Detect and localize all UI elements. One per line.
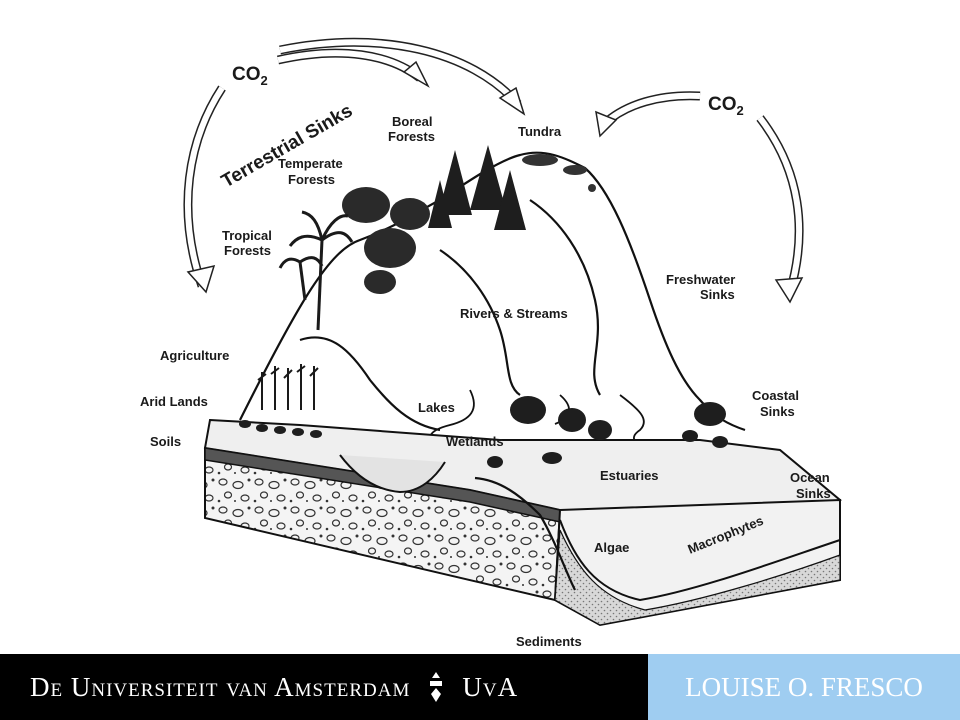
carbon-sinks-diagram: CO2 CO2 Terrestrial Sinks Boreal Forests… — [140, 37, 842, 649]
agriculture-label: Agriculture — [160, 348, 229, 363]
temperate-forests-label-1: Temperate — [278, 156, 343, 171]
right-co2-arrow-down — [756, 115, 804, 304]
tundra-shrubs — [522, 154, 596, 192]
ocean-sinks-label-2: Sinks — [796, 486, 831, 501]
soils-label: Soils — [150, 434, 181, 449]
author-name: LOUISE O. FRESCO — [685, 671, 923, 702]
lake-basin — [339, 454, 446, 494]
university-banner: De Universiteit van Amsterdam UvA — [0, 654, 648, 720]
co2-flux-arrows — [183, 37, 804, 304]
co2-right-label: CO2 — [708, 94, 744, 118]
crops — [257, 364, 319, 410]
co2-left-label: CO2 — [232, 64, 268, 88]
freshwater-sinks-label-2: Sinks — [700, 287, 735, 302]
temperate-forests-label-2: Forests — [288, 172, 335, 187]
algae-label: Algae — [594, 540, 629, 555]
temperate-trees — [342, 187, 430, 294]
coastal-vegetation — [682, 402, 728, 448]
boreal-trees — [428, 145, 526, 230]
university-name: De Universiteit van Amsterdam — [30, 671, 411, 702]
ocean-sinks-label-1: Ocean — [790, 470, 830, 485]
sediments-label: Sediments — [516, 634, 582, 649]
footer-bar: De Universiteit van Amsterdam UvA LOUISE… — [0, 654, 960, 720]
co2-to-boreal-arrow — [277, 48, 430, 88]
ocean-block-front — [553, 498, 841, 627]
landscape-outline — [239, 151, 746, 432]
tundra-label: Tundra — [518, 124, 562, 139]
left-co2-arrow-down — [183, 85, 226, 294]
coastal-sinks-label-1: Coastal — [752, 388, 799, 403]
estuaries-label: Estuaries — [600, 468, 659, 483]
uva-seal-icon — [426, 670, 446, 704]
coastal-sinks-label-2: Sinks — [760, 404, 795, 419]
tropical-forests-label-2: Forests — [224, 243, 271, 258]
tropical-trees — [278, 210, 354, 331]
co2-to-tundra-arrow — [279, 37, 526, 116]
boreal-forests-label-1: Boreal — [392, 114, 432, 129]
lakes-label: Lakes — [418, 400, 455, 415]
wetlands-label: Wetlands — [446, 434, 504, 449]
rivers-streams-label: Rivers & Streams — [460, 306, 568, 321]
author-banner: LOUISE O. FRESCO — [648, 654, 960, 720]
estuary-channel — [474, 476, 576, 591]
boreal-forests-label-2: Forests — [388, 129, 435, 144]
right-co2-to-tundra-arrow — [595, 91, 701, 138]
tropical-forests-label-1: Tropical — [222, 228, 272, 243]
freshwater-sinks-label-1: Freshwater — [666, 272, 735, 287]
wetland-vegetation — [487, 396, 612, 468]
arid-shrubs — [239, 420, 322, 438]
uva-acronym: UvA — [462, 671, 519, 702]
arid-lands-label: Arid Lands — [140, 394, 208, 409]
